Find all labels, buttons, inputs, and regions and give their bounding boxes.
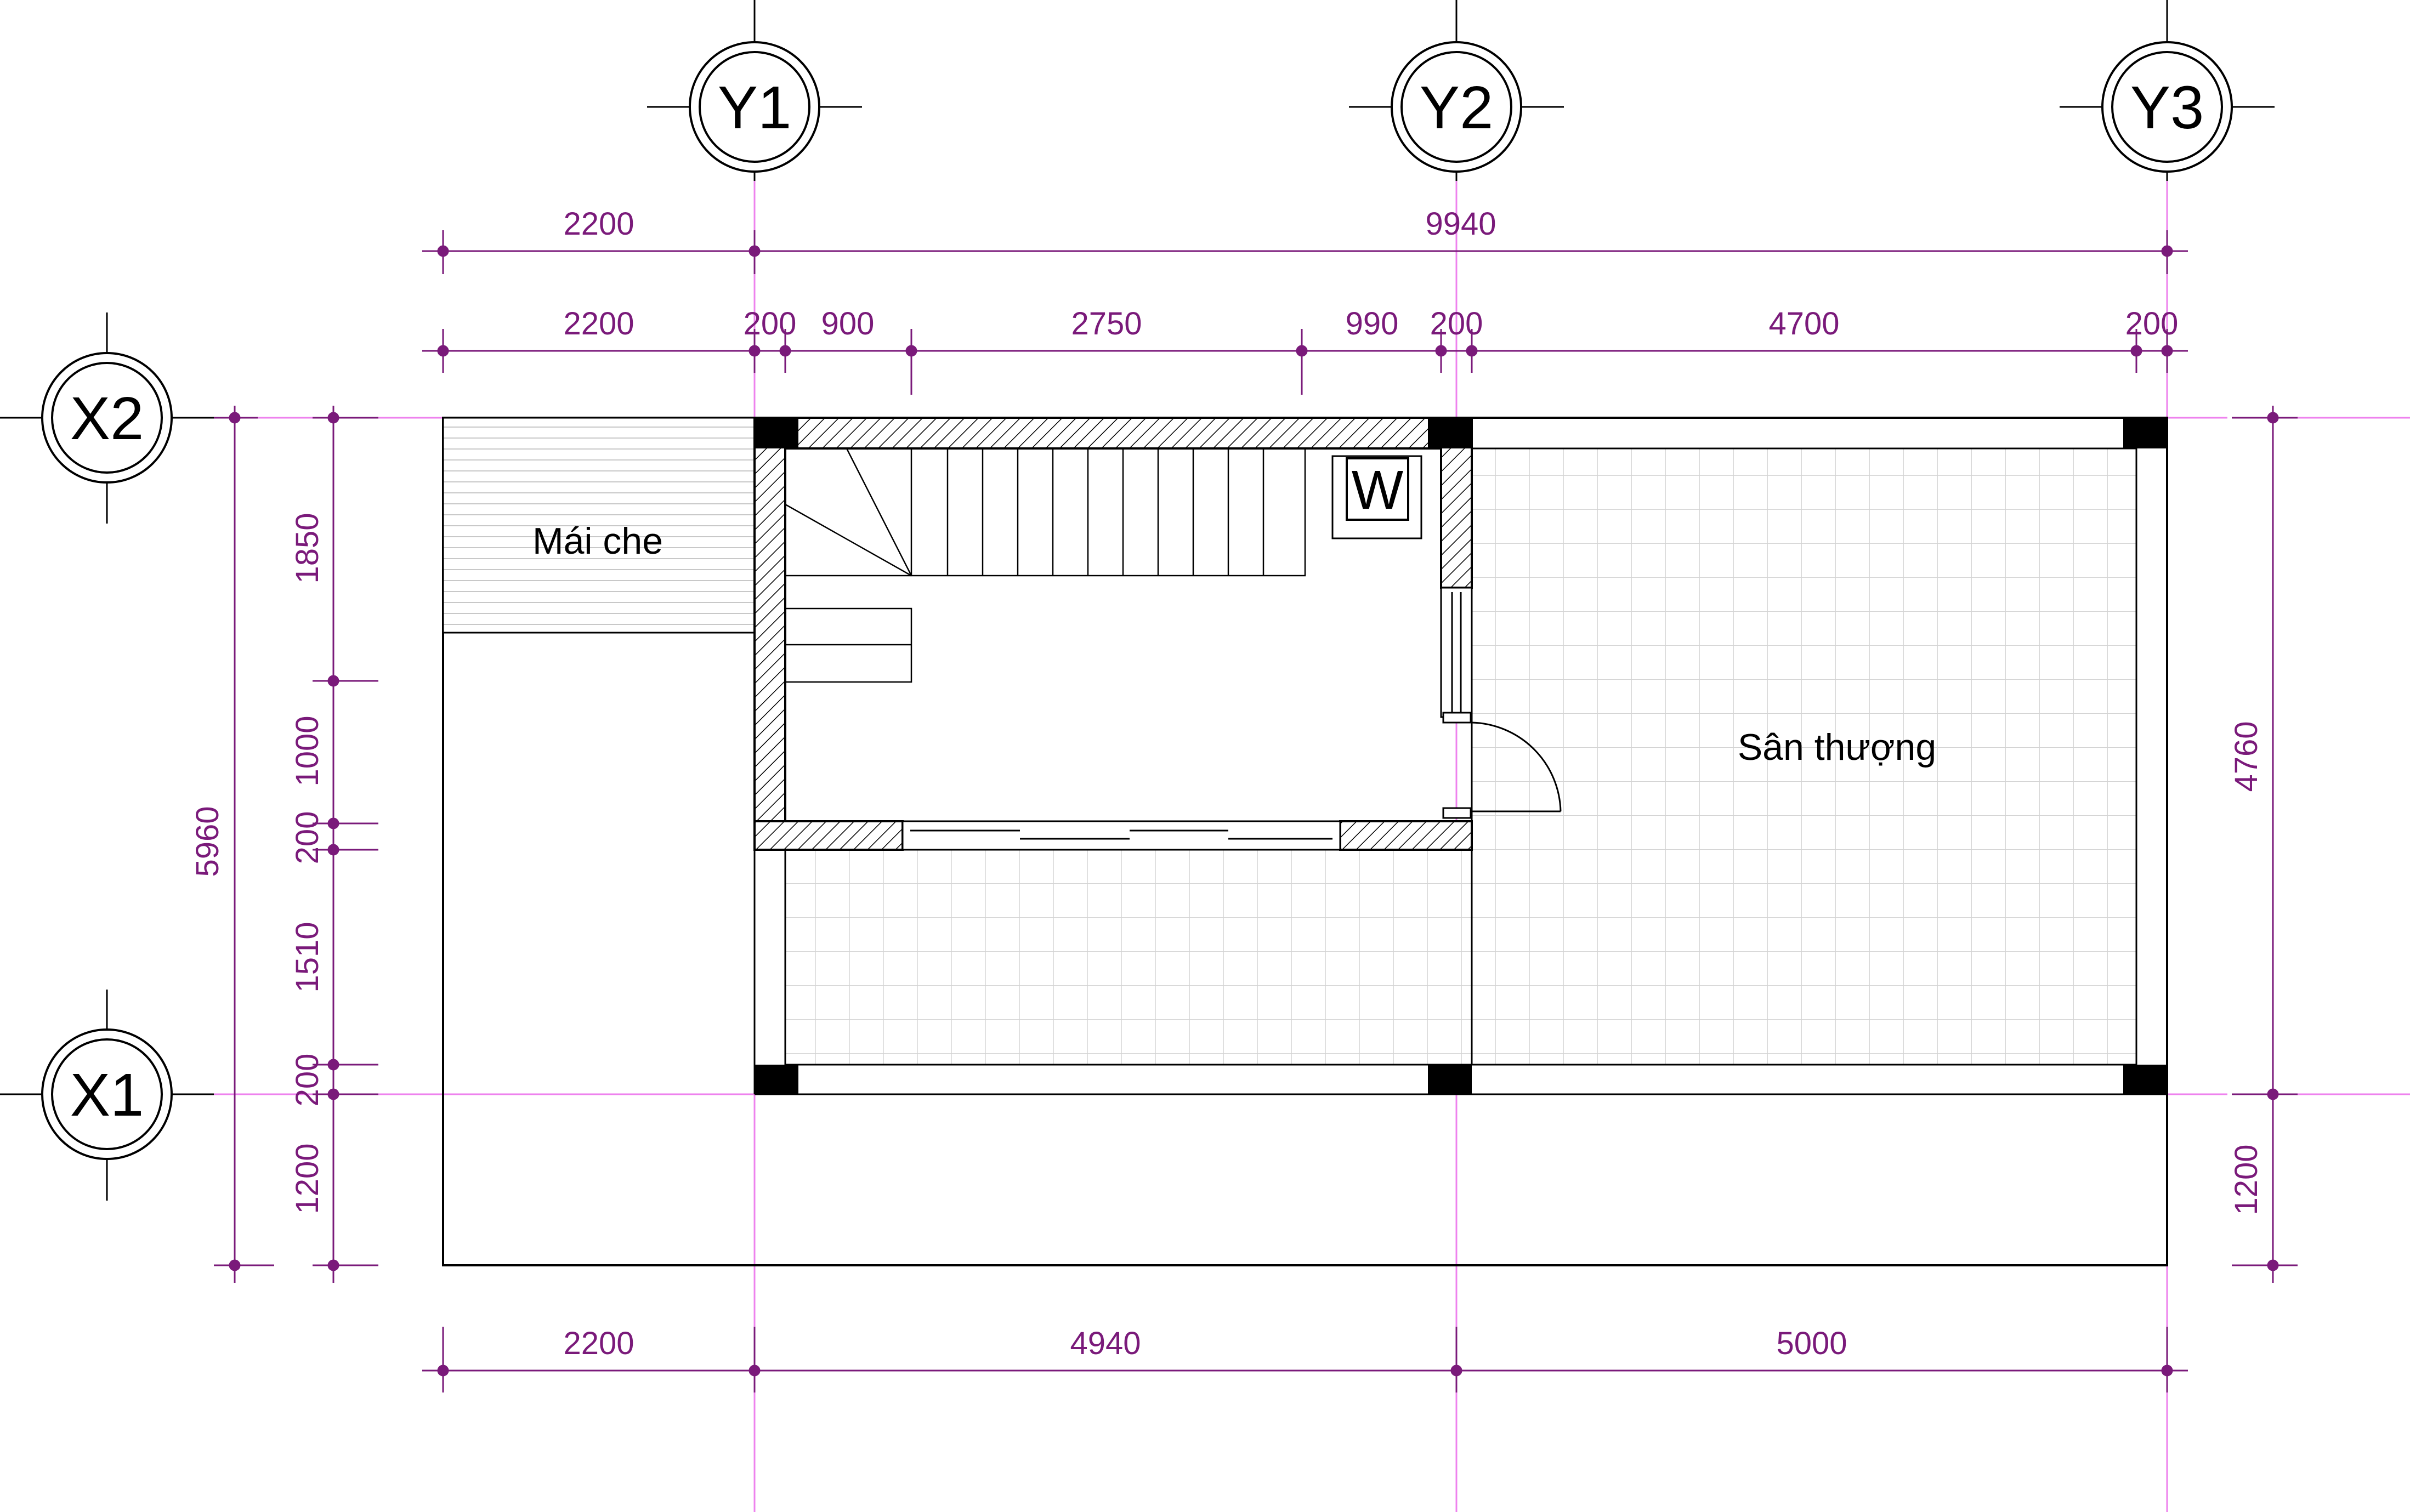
door <box>1442 712 1562 819</box>
dim-left-3: 200 <box>290 811 325 865</box>
dim-left-2: 1000 <box>290 715 325 786</box>
canopy-area <box>442 417 756 634</box>
axis-bubble-y2: Y2 <box>1349 0 1564 181</box>
axis-label-x2: X2 <box>70 385 144 452</box>
dim-left-4: 1510 <box>290 922 325 992</box>
dim-top-detail-1: 2200 <box>563 306 634 342</box>
axis-bubble-x2: X2 <box>0 312 214 524</box>
dim-left-6: 1200 <box>290 1143 325 1214</box>
dim-bottom-3: 5000 <box>1776 1326 1847 1361</box>
dim-top-detail-2: 200 <box>744 306 797 342</box>
dim-top-detail-7: 4700 <box>1768 306 1839 342</box>
axis-bubble-y1: Y1 <box>647 0 862 181</box>
wc-label: W <box>1352 459 1404 521</box>
axis-bubble-x1: X1 <box>0 990 214 1201</box>
axis-label-x1: X1 <box>70 1061 144 1129</box>
window-bottom <box>901 820 1341 851</box>
staircase <box>784 447 1306 683</box>
axis-label-y3: Y3 <box>2130 74 2204 141</box>
dim-top-detail-3: 900 <box>821 306 875 342</box>
dimension-lines <box>214 230 2298 1392</box>
columns <box>755 418 2167 1094</box>
terrace-label: Sân thượng <box>1738 726 1936 768</box>
dim-top-detail-5: 990 <box>1346 306 1399 342</box>
dim-top-detail-4: 2750 <box>1071 306 1142 342</box>
dim-bottom-2: 4940 <box>1070 1326 1141 1361</box>
stair-room-walls <box>753 417 1473 851</box>
dim-top-overall-1: 2200 <box>563 206 634 242</box>
dim-left-total: 5960 <box>190 806 225 877</box>
window-side <box>1440 587 1473 718</box>
canopy-label: Mái che <box>532 520 663 562</box>
dim-right-2: 1200 <box>2228 1144 2264 1215</box>
terrace-area <box>784 447 2137 1066</box>
dim-top-overall-2: 9940 <box>1425 206 1496 242</box>
dim-left-1: 1850 <box>290 513 325 583</box>
axis-label-y1: Y1 <box>718 74 792 141</box>
dim-right-1: 4760 <box>2228 721 2264 792</box>
axis-bubble-y3: Y3 <box>2060 0 2275 181</box>
axis-label-y2: Y2 <box>1420 74 1494 141</box>
dim-top-detail-6: 200 <box>1430 306 1483 342</box>
dim-top-detail-8: 200 <box>2125 306 2179 342</box>
dim-left-5: 200 <box>290 1054 325 1107</box>
wc-symbol: W <box>1331 455 1422 539</box>
dim-bottom-1: 2200 <box>563 1326 634 1361</box>
